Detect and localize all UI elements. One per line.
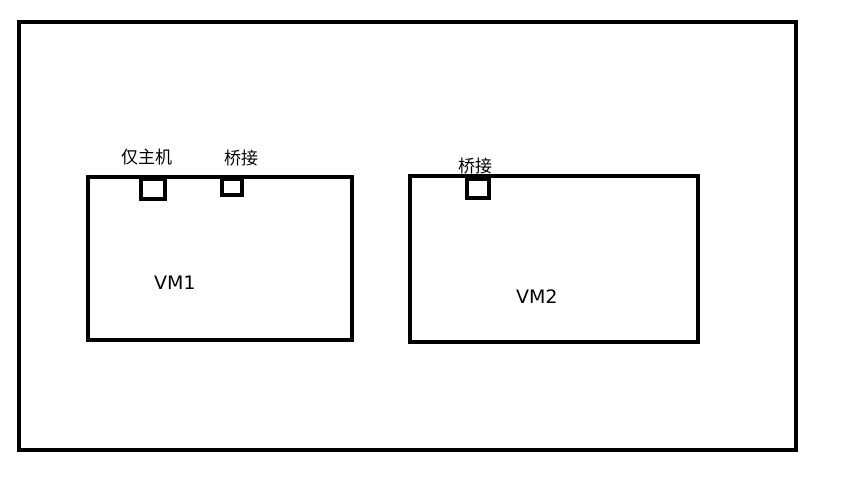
vm2-bridged-adapter bbox=[465, 177, 491, 200]
vm1-name: VM1 bbox=[154, 272, 196, 294]
vm1-host-only-adapter bbox=[139, 177, 167, 201]
vm1-bridged-label: 桥接 bbox=[224, 149, 258, 169]
host-machine-box bbox=[17, 20, 798, 452]
vm2-name: VM2 bbox=[516, 286, 558, 308]
vm1-bridged-adapter bbox=[220, 177, 244, 197]
vm2-bridged-label: 桥接 bbox=[458, 157, 492, 177]
vm1-host-only-label: 仅主机 bbox=[121, 148, 172, 168]
vm1-box bbox=[86, 175, 354, 342]
vm2-box bbox=[408, 174, 700, 344]
